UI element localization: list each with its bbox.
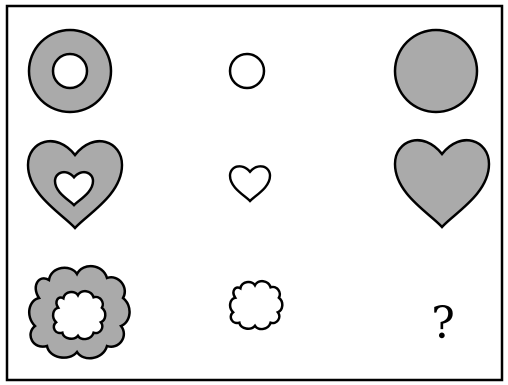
- cell-row3-col1-cloud-with-hole: [29, 266, 129, 358]
- cell-row1-col1-ring: [29, 30, 111, 112]
- cell-row1-col2-small-circle: [230, 54, 264, 88]
- answer-question-mark: ?: [431, 298, 455, 349]
- cell-row3-col2-small-cloud: [230, 281, 282, 329]
- cell-row1-col3-filled-circle: [395, 30, 477, 112]
